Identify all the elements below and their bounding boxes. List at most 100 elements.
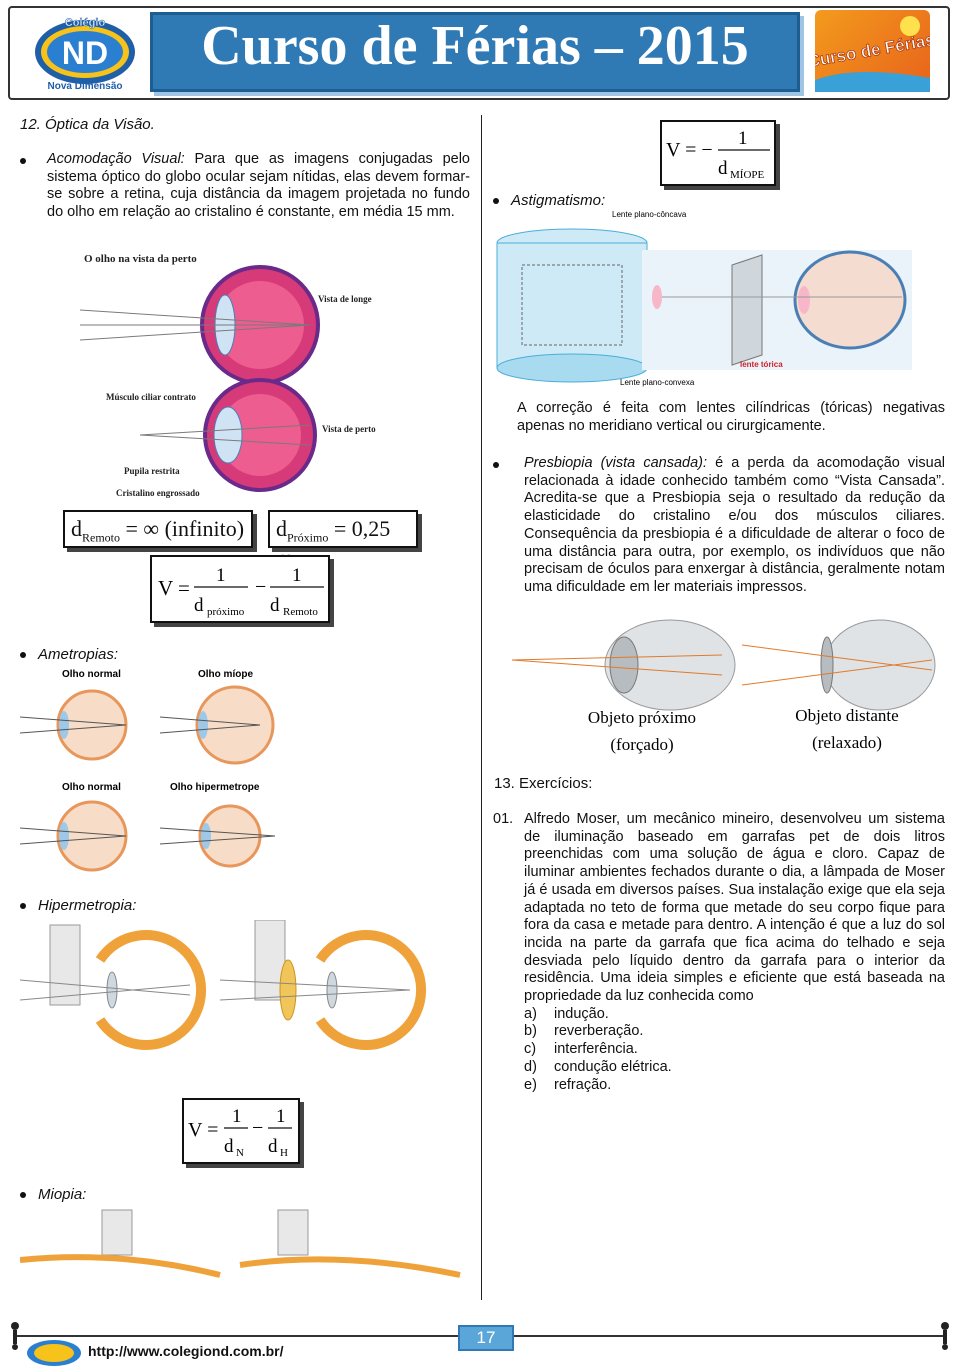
label-olho-normal-1: Olho normal (62, 669, 121, 680)
ametropias-bullet: Ametropias: (20, 646, 118, 663)
ametropias-figure-bottom: Olho normal Olho hipermetrope (19, 778, 310, 878)
formula-vergencia-miope: V = − 1 d MÍOPE (660, 120, 776, 186)
bullet-dot (493, 198, 499, 205)
acomodacao-label: Acomodação Visual: (47, 151, 185, 167)
astigmatismo-figure: Lente plano-côncava Lente plano-convexa … (492, 205, 917, 400)
option-letter: a) (524, 1005, 537, 1022)
option-b[interactable]: b) reverberação. (524, 1023, 945, 1041)
formula-d-proximo: dPróximo = 0,25 m (268, 510, 418, 570)
presbiopia-bullet: Presbiopia (vista cansada): é a perda da… (493, 455, 945, 597)
label-forcado: (forçado) (610, 735, 673, 754)
formula-v-minus: V = − (666, 139, 713, 161)
label-olho-miope: Olho míope (198, 669, 253, 680)
bullet-dot (20, 1192, 26, 1199)
bullet-dot (20, 903, 26, 910)
miopia-label: Miopia: (38, 1186, 87, 1203)
page-number: 17 (458, 1325, 514, 1351)
formula-d: d (276, 516, 287, 541)
formula-den1-sub: N (236, 1147, 244, 1159)
option-text: condução elétrica. (554, 1058, 672, 1075)
hipermetropia-label: Hipermetropia: (38, 897, 137, 914)
option-text: refração. (554, 1076, 612, 1093)
option-e[interactable]: e) refração. (524, 1077, 945, 1095)
formula-den2-sub: H (280, 1147, 288, 1159)
miopia-figure (19, 1205, 470, 1295)
label-olho-normal-2: Olho normal (62, 782, 121, 793)
section-title: 12. Óptica da Visão. (20, 116, 155, 133)
question-text: Alfredo Moser, um mecânico mineiro, dese… (524, 811, 945, 1005)
formula-num2: 1 (292, 565, 302, 586)
astigmatismo-label: Astigmatismo: (511, 192, 606, 209)
label-lente-convexa: Lente plano-convexa (620, 378, 695, 387)
formula-den-sub: MÍOPE (730, 169, 765, 181)
label-lente-torica: lente tórica (740, 360, 783, 369)
label-objeto-distante: Objeto distante (795, 706, 898, 725)
formula-vergencia-presbiopia: V = 1 d próximo − 1 d Remoto (150, 555, 330, 623)
miopia-bullet: Miopia: (20, 1186, 86, 1203)
question-number: 01. (493, 811, 514, 827)
label-olho-hipermetrope: Olho hipermetrope (170, 782, 260, 793)
question-options: a) indução. b) reverberação. c)interferênc… (524, 1006, 945, 1095)
formula-den: d (718, 158, 728, 179)
label-vista-longe: Vista de longe (318, 294, 372, 304)
label-vista-perto: Vista de perto (322, 424, 376, 434)
logo-top-text: Colégio (65, 17, 106, 29)
logo-bottom-text: Nova Dimensão (47, 81, 122, 92)
presbiopia-figure: Objeto próximo (forçado) Objeto distante… (511, 615, 937, 760)
formula-sub-proximo: Próximo (287, 530, 329, 545)
eye-far-illustration (79, 265, 320, 385)
newspaper-icon-4 (277, 1209, 309, 1256)
accommodation-figure: O olho na vista da perto Vista de longe … (79, 250, 400, 500)
label-cristalino: Cristalino engrossado (116, 488, 200, 498)
option-letter: e) (524, 1076, 537, 1093)
bullet-dot (20, 158, 26, 164)
formula-num1: 1 (232, 1106, 242, 1127)
ametropias-label: Ametropias: (38, 646, 119, 663)
option-letter: d) (524, 1058, 537, 1075)
option-letter: b) (524, 1023, 537, 1040)
label-lente-concava: Lente plano-côncava (612, 210, 687, 219)
eye-near-illustration (139, 378, 317, 492)
footer-ornament-right-icon (935, 1320, 955, 1350)
newspaper-icon (49, 924, 81, 1006)
acomodacao-text: Para que as imagens conjugadas pelo sist… (47, 151, 470, 221)
formula-d: d (71, 516, 82, 541)
formula-v: V = (188, 1119, 218, 1141)
option-letter: c) (524, 1041, 537, 1058)
formula-d-remoto: dRemoto = ∞ (infinito) (63, 510, 253, 548)
cylinder-lens-illustration (496, 228, 648, 383)
option-c[interactable]: c)interferência. (524, 1041, 945, 1059)
footer-url[interactable]: http://www.colegiond.com.br/ (88, 1343, 284, 1359)
acomodacao-bullet: Acomodação Visual: Para que as imagens c… (20, 151, 470, 222)
eye-hiper-corrected (219, 930, 427, 1050)
eye-relaxed-illustration (741, 619, 936, 711)
option-text: reverberação. (554, 1023, 644, 1040)
column-divider (481, 115, 482, 1300)
formula-den1: d (194, 595, 204, 616)
formula-infinito: = ∞ (infinito) (125, 516, 245, 541)
formula-minus: − (255, 576, 266, 598)
eye-hiper-uncorrected (19, 930, 207, 1050)
formula-minus: − (252, 1117, 263, 1139)
formula-den2: d (268, 1136, 278, 1157)
presbiopia-label: Presbiopia (vista cansada): (524, 455, 708, 471)
formula-den1-sub: próximo (207, 606, 245, 618)
colegio-nd-logo: ND Colégio Nova Dimensão (30, 12, 140, 92)
option-text: indução. (554, 1005, 609, 1022)
page-title: Curso de Férias – 2015 (201, 15, 749, 77)
eye-hipermetrope-illustration (159, 804, 276, 868)
footer-ornament-left-icon (5, 1320, 25, 1350)
eye-normal-illustration (19, 689, 128, 761)
formula-num2: 1 (276, 1106, 286, 1127)
question-01: 01. Alfredo Moser, um mecânico mineiro, … (493, 811, 945, 1094)
formula-den2: d (270, 595, 280, 616)
bullet-dot (493, 462, 499, 468)
eye-forced-illustration (511, 619, 736, 711)
ametropias-figure-top: Olho normal Olho míope (19, 665, 310, 765)
formula-num1: 1 (216, 565, 226, 586)
label-musculo: Músculo ciliar contrato (106, 392, 196, 402)
option-a[interactable]: a) indução. (524, 1006, 945, 1024)
newspaper-icon-3 (101, 1209, 133, 1256)
option-d[interactable]: d) condução elétrica. (524, 1059, 945, 1077)
astigmatismo-text: A correção é feita com lentes cilíndrica… (517, 400, 945, 434)
